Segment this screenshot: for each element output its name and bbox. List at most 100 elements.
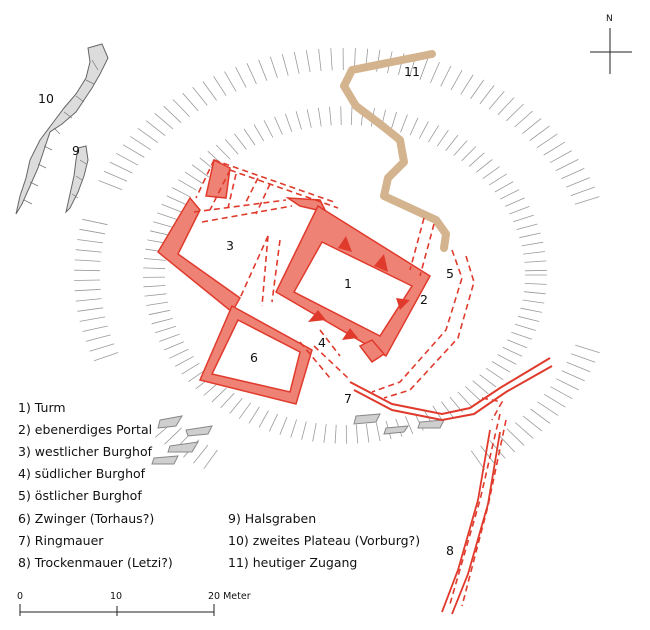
hachure-line <box>153 221 175 229</box>
hachure-line <box>213 76 227 96</box>
hachure-line <box>312 423 317 442</box>
rubble-stones <box>151 413 445 465</box>
hachure-line <box>475 159 493 173</box>
modern-access-path <box>340 50 450 252</box>
hachure-line <box>145 120 166 137</box>
hachure-line <box>175 355 194 367</box>
hachure-line <box>511 331 532 340</box>
hachure-line <box>93 352 119 362</box>
hachure-line <box>465 386 481 401</box>
hachure-line <box>243 128 256 146</box>
label-south-courtyard: 4 <box>318 335 326 350</box>
hachure-line <box>470 79 485 100</box>
hachure-line <box>305 50 311 73</box>
legend-item: 1) Turm <box>18 400 66 415</box>
hachure-line <box>203 449 218 470</box>
hachure-line <box>74 269 101 272</box>
hachure-line <box>537 401 559 416</box>
rock-outcrop <box>15 43 109 215</box>
hachure-line <box>279 416 288 435</box>
label-portal: 2 <box>420 292 428 307</box>
hachure-line <box>144 293 167 297</box>
hachure-line <box>202 81 217 101</box>
hachure-line <box>574 196 600 205</box>
hachure-line <box>375 422 381 442</box>
hachure-line <box>536 133 558 149</box>
hachure-line <box>514 422 534 439</box>
hachure-line <box>182 92 199 112</box>
hachure-line <box>284 113 293 132</box>
hachure-line <box>470 450 485 470</box>
label-west-courtyard: 3 <box>226 238 234 253</box>
hachure-line <box>507 339 528 349</box>
hachure-line <box>159 333 180 342</box>
portal-wall <box>358 339 386 364</box>
hachure-line <box>543 393 566 408</box>
hachure-line <box>211 387 227 403</box>
hachure-line <box>103 170 128 182</box>
hachure-line <box>235 67 247 88</box>
hachure-line <box>109 161 133 174</box>
hachure-line <box>224 138 239 155</box>
dry-stone-wall <box>441 429 501 615</box>
hachure-line <box>472 380 489 395</box>
hachure-line <box>523 291 546 295</box>
hachure-line <box>122 144 145 158</box>
hachure-line <box>509 206 530 215</box>
hachure-line <box>491 361 511 373</box>
hachure-line <box>74 279 101 281</box>
tower-buttresses <box>308 236 410 340</box>
hachure-line <box>193 444 209 464</box>
hachure-line <box>238 402 252 419</box>
hachure-line <box>224 71 237 92</box>
label-modern-access: 11 <box>404 64 420 79</box>
legend-item: 11) heutiger Zugang <box>228 555 358 570</box>
hachure-line <box>457 391 472 407</box>
hachure-line <box>163 105 182 123</box>
hachure-line <box>566 177 590 188</box>
hachure-line <box>522 415 543 432</box>
hachure-line <box>281 53 289 76</box>
hachure-line <box>234 133 247 150</box>
hachure-line <box>330 48 333 71</box>
hachure-line <box>317 107 322 127</box>
hachure-line <box>229 397 243 414</box>
label-ring-wall: 7 <box>344 391 352 406</box>
rock-texture <box>23 59 99 205</box>
hachure-line <box>561 370 585 382</box>
hachure-line <box>497 354 517 365</box>
hachure-line <box>215 144 231 160</box>
hachure-line <box>169 348 189 359</box>
hachure-line <box>488 173 507 186</box>
hachure-line <box>188 369 206 382</box>
hachure-line <box>506 428 525 446</box>
legend-item: 3) westlicher Burghof <box>18 444 152 459</box>
hachure-line <box>269 56 278 79</box>
hachure-line <box>74 288 101 292</box>
hachure-line <box>400 114 408 133</box>
hachure-line <box>555 159 579 171</box>
hachure-line <box>172 187 192 198</box>
hachure-line <box>116 152 139 166</box>
hachure-line <box>556 378 579 391</box>
hachure-line <box>143 267 166 270</box>
hachure-line <box>306 109 312 128</box>
hachure-line <box>514 110 533 128</box>
hachure-line <box>172 99 190 117</box>
hachure-line <box>482 166 500 179</box>
tower-walls <box>275 204 431 358</box>
hachure-line <box>148 309 171 316</box>
scale-bar <box>19 604 215 616</box>
hachure-line <box>405 416 414 435</box>
hachure-line <box>323 424 327 443</box>
hachure-line <box>575 344 600 354</box>
hachure-line <box>248 406 260 424</box>
hachure-line <box>450 70 463 91</box>
hachure-line <box>79 228 106 235</box>
hachure-line <box>258 410 269 428</box>
label-moat: 9 <box>72 143 80 158</box>
hachure-line <box>184 171 203 184</box>
hachure-line <box>494 181 514 193</box>
north-label: N <box>606 14 613 24</box>
scale-label-0: 0 <box>17 591 24 602</box>
